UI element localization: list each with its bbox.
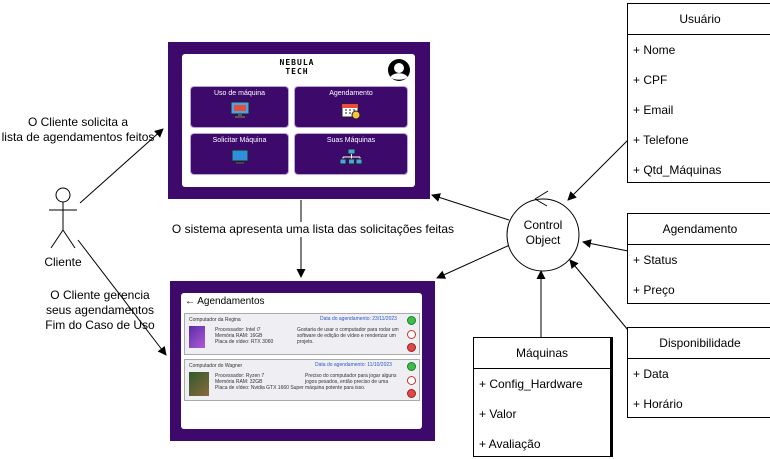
actor-stick-figure: [49, 187, 77, 249]
card-spec: Placa de vídeo: RTX 3060: [215, 339, 274, 345]
card-date: Data do agendamento: 11/10/2023: [315, 362, 392, 368]
tile-label: Suas Máquinas: [326, 137, 376, 144]
calendar-icon: [341, 103, 361, 119]
tile-label: Uso de máquina: [214, 90, 265, 97]
class-attr: + CPF: [633, 73, 668, 87]
calendar-edit-icon[interactable]: [407, 330, 416, 339]
class-attr: + Nome: [633, 43, 676, 57]
control-object-line1: Control: [523, 218, 563, 232]
class-attr: + Preço: [633, 283, 675, 297]
confirm-icon[interactable]: [407, 362, 416, 371]
class-attr: + Telefone: [633, 133, 689, 147]
request-label-line1: O Cliente solicita a: [27, 115, 129, 129]
monitor-icon: [230, 101, 249, 118]
class-title: Usuário: [628, 4, 770, 35]
back-arrow-icon[interactable]: ←: [185, 296, 195, 307]
tile-label: Solicitar Máquina: [212, 137, 267, 144]
control-to-menu-line: [431, 193, 510, 221]
disponibilidade-to-control-line: [569, 259, 629, 331]
control-object-circle: [506, 190, 580, 272]
class-attr: + Email: [633, 103, 674, 117]
card-description: Preciso do computador para jogar alguns …: [305, 373, 397, 391]
card-spec: Memória RAM: 32GB: [215, 379, 263, 385]
menu-screen-panel: NEBULA TECH Uso de máquina Agendamento: [182, 54, 415, 187]
class-usuario: Usuário + Nome + CPF + Email + Telefone …: [627, 3, 770, 183]
class-attr: + Status: [633, 253, 678, 267]
manage-label-line2: seus agendamentos: [45, 303, 155, 317]
agendamento-to-control-line: [582, 239, 629, 252]
menu-screen-mockup: NEBULA TECH Uso de máquina Agendamento: [168, 42, 430, 199]
class-attr: + Avaliação: [479, 437, 541, 451]
tile-uso-de-maquina[interactable]: Uso de máquina: [190, 86, 289, 128]
calendar-edit-icon[interactable]: [407, 376, 416, 385]
card-spec: Processador: Ryzen 7: [215, 373, 265, 379]
tile-label: Agendamento: [329, 90, 373, 97]
user-avatar-icon[interactable]: [387, 58, 411, 82]
brand-logo: NEBULA TECH: [267, 58, 327, 76]
usuario-to-control-line: [567, 139, 629, 201]
actor-to-agendamentos-line: [77, 239, 167, 356]
pc-thumbnail: [189, 372, 209, 396]
manage-label-line1: O Cliente gerencia: [50, 288, 150, 302]
class-title: Máquinas: [474, 338, 610, 369]
card-spec: Placa de vídeo: Nvidia GTX 1660 Super: [215, 385, 304, 391]
desktop-icon: [231, 149, 248, 164]
agendamentos-header: ← Agendamentos: [185, 296, 265, 307]
request-label: O Cliente solicita a lista de agendament…: [0, 115, 156, 145]
booking-card[interactable]: Computador do Wagner Data do agendamento…: [184, 359, 420, 401]
manage-label-line3: Fim do Caso de Uso: [45, 318, 155, 332]
booking-card[interactable]: Computador da Regina Data do agendamento…: [184, 313, 420, 355]
network-icon: [340, 148, 362, 165]
class-maquinas: Máquinas + Config_Hardware + Valor + Ava…: [473, 337, 613, 457]
card-date: Data do agendamento: 23/11/2023: [320, 316, 397, 322]
actor-to-menu-line: [79, 128, 164, 204]
card-spec: Memória RAM: 16GB: [215, 333, 263, 339]
brand-line2: TECH: [285, 67, 309, 76]
control-object-label: Control Object: [513, 218, 573, 248]
tile-solicitar-maquina[interactable]: Solicitar Máquina: [190, 133, 289, 175]
control-object-line2: Object: [525, 233, 561, 247]
pc-thumbnail: [189, 326, 205, 348]
class-title: Agendamento: [628, 214, 770, 245]
system-label: O sistema apresenta uma lista das solici…: [166, 222, 460, 237]
manage-label: O Cliente gerencia seus agendamentos Fim…: [40, 288, 160, 333]
cancel-icon[interactable]: [407, 343, 416, 352]
agendamentos-screen-mockup: ← Agendamentos Computador da Regina Data…: [170, 281, 435, 441]
card-name: Computador do Wagner: [189, 363, 243, 369]
agendamentos-title: Agendamentos: [197, 296, 265, 307]
control-to-agendamentos-line: [436, 243, 513, 279]
brand-line1: NEBULA: [279, 58, 315, 67]
card-name: Computador da Regina: [189, 317, 241, 323]
tile-agendamento[interactable]: Agendamento: [294, 86, 408, 128]
class-attr: + Valor: [479, 407, 517, 421]
class-agendamento: Agendamento + Status + Preço: [627, 213, 770, 304]
card-spec: Processador: Intel i7: [215, 327, 261, 333]
class-attr: + Horário: [633, 397, 683, 411]
confirm-icon[interactable]: [407, 316, 416, 325]
class-attr: + Data: [633, 367, 669, 381]
tile-suas-maquinas[interactable]: Suas Máquinas: [294, 133, 408, 175]
request-label-line2: lista de agendamentos feitos: [1, 130, 155, 144]
card-description: Gostaria de usar o computador para rodar…: [297, 327, 399, 345]
class-attr: + Qtd_Máquinas: [633, 163, 722, 177]
class-title: Disponibilidade: [628, 328, 770, 359]
class-attr: + Config_Hardware: [479, 377, 583, 391]
agendamentos-panel: ← Agendamentos Computador da Regina Data…: [181, 293, 422, 429]
actor-label: Cliente: [44, 255, 82, 269]
cancel-icon[interactable]: [407, 389, 416, 398]
class-disponibilidade: Disponibilidade + Data + Horário: [627, 327, 770, 418]
